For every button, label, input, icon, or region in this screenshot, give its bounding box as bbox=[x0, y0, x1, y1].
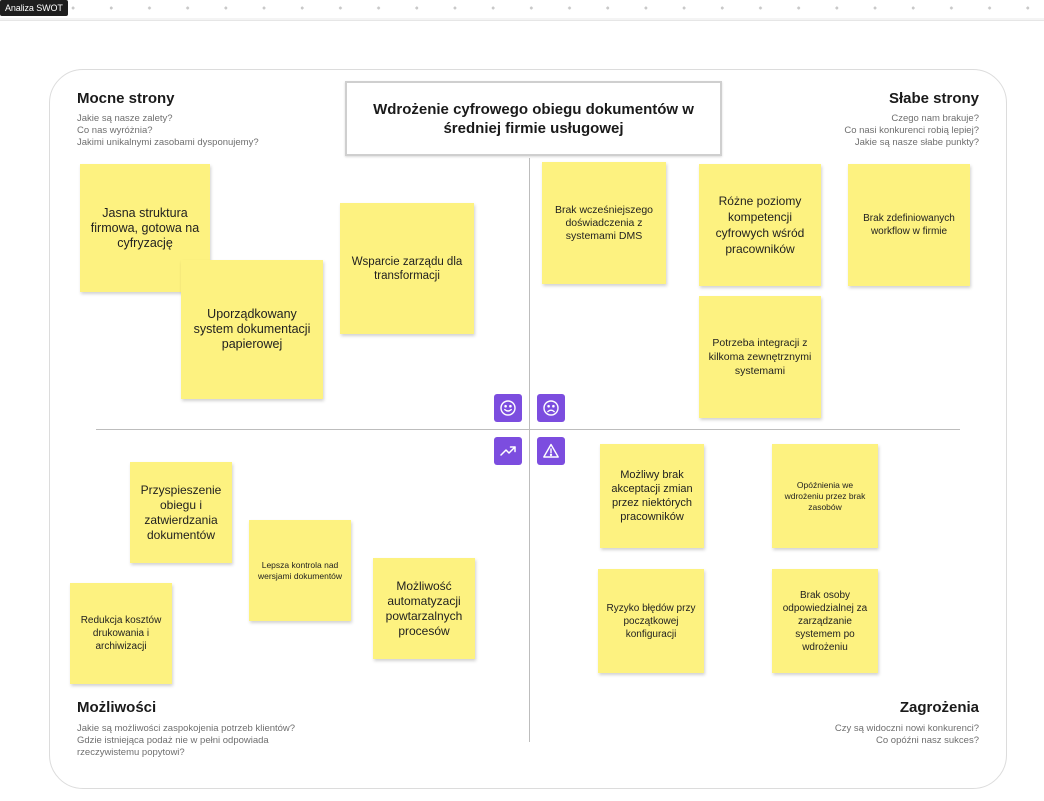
sticky-note[interactable]: Brak wcześniejszego doświadczenia z syst… bbox=[542, 162, 666, 284]
weaknesses-heading: Słabe strony bbox=[888, 90, 979, 107]
vertical-divider bbox=[529, 158, 530, 742]
sticky-note[interactable]: Możliwość automatyzacji powtarzalnych pr… bbox=[373, 558, 475, 659]
trend-up-icon bbox=[494, 437, 522, 465]
sticky-note[interactable]: Lepsza kontrola nad wersjami dokumentów bbox=[249, 520, 351, 621]
threats-heading: Zagrożenia bbox=[899, 699, 979, 716]
sticky-note[interactable]: Różne poziomy kompetencji cyfrowych wśró… bbox=[699, 164, 821, 286]
opportunities-heading: Możliwości bbox=[77, 699, 157, 716]
sticky-note[interactable]: Jasna struktura firmowa, gotowa na cyfry… bbox=[80, 164, 210, 292]
sticky-note[interactable]: Redukcja kosztów drukowania i archiwizac… bbox=[70, 583, 172, 684]
smile-icon bbox=[494, 394, 522, 422]
sticky-note[interactable]: Potrzeba integracji z kilkoma zewnętrzny… bbox=[699, 296, 821, 418]
sticky-note[interactable]: Możliwy brak akceptacji zmian przez niek… bbox=[600, 444, 704, 548]
top-toolbar bbox=[0, 0, 1044, 18]
sticky-note[interactable]: Ryzyko błędów przy początkowej konfigura… bbox=[598, 569, 704, 673]
sticky-note[interactable]: Brak osoby odpowiedzialnej za zarządzani… bbox=[772, 569, 878, 673]
strengths-heading: Mocne strony bbox=[77, 90, 175, 107]
sticky-note[interactable]: Wsparcie zarządu dla transformacji bbox=[340, 203, 474, 334]
sticky-note[interactable]: Przyspieszenie obiegu i zatwierdzania do… bbox=[130, 462, 232, 563]
weaknesses-questions: Czego nam brakuje? Co nasi konkurenci ro… bbox=[844, 113, 979, 148]
frown-icon bbox=[537, 394, 565, 422]
threats-questions: Czy są widoczni nowi konkurenci? Co opóź… bbox=[834, 723, 979, 746]
opportunities-questions: Jakie są możliwości zaspokojenia potrzeb… bbox=[77, 723, 296, 758]
warning-icon bbox=[537, 437, 565, 465]
sticky-note[interactable]: Uporządkowany system dokumentacji papier… bbox=[181, 260, 323, 399]
board-title[interactable]: Wdrożenie cyfrowego obiegu dokumentów w … bbox=[345, 81, 722, 156]
horizontal-divider bbox=[96, 429, 960, 430]
strengths-questions: Jakie są nasze zalety? Co nas wyróżnia? … bbox=[77, 113, 259, 148]
sticky-note[interactable]: Brak zdefiniowanych workflow w firmie bbox=[848, 164, 970, 286]
tab-analiza-swot[interactable]: Analiza SWOT bbox=[0, 0, 68, 16]
sticky-note[interactable]: Opóźnienia we wdrożeniu przez brak zasob… bbox=[772, 444, 878, 548]
